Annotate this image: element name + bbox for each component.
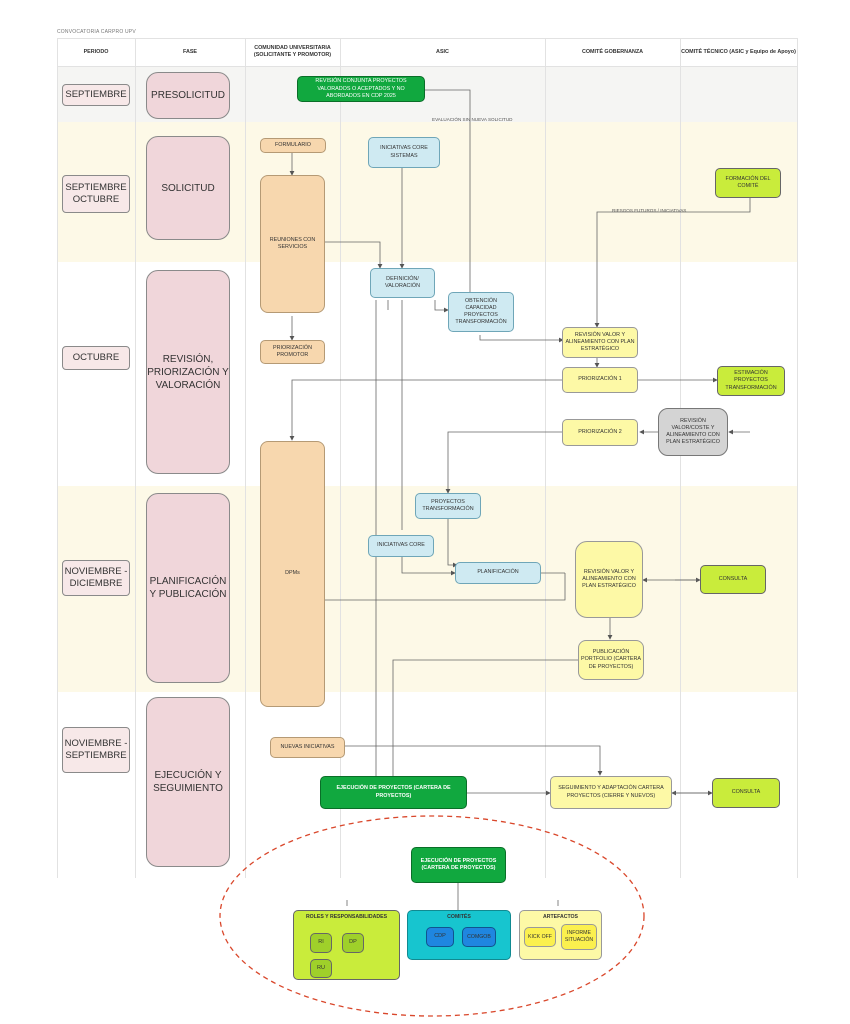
column-divider xyxy=(340,38,341,878)
period-ejecucion: NOVIEMBRE - SEPTIEMBRE xyxy=(62,727,130,773)
node-iniciativas-core: INICIATIVAS CORE xyxy=(368,535,434,557)
artefacto-informe-situacion: INFORME SITUACIÓN xyxy=(561,924,597,950)
node-priorizacion-2: PRIORIZACIÓN 2 xyxy=(562,419,638,446)
node-revision-valor-1: REVISIÓN VALOR Y ALINEAMIENTO CON PLAN E… xyxy=(562,327,638,358)
column-divider xyxy=(57,38,58,878)
header-top-border xyxy=(57,38,797,39)
phase-solicitud: SOLICITUD xyxy=(146,136,230,240)
group-roles-title: ROLES Y RESPONSABILIDADES xyxy=(305,914,388,920)
phase-revision: REVISIÓN, PRIORIZACIÓN Y VALORACIÓN xyxy=(146,270,230,474)
edge-label-riesgos: RIESGOS FUTUROS / INICIATIVAS xyxy=(612,208,687,213)
node-estimacion-proyectos: ESTIMACIÓN PROYECTOS TRANSFORMACIÓN xyxy=(717,366,785,396)
artefacto-kick-off: KICK OFF xyxy=(524,927,556,947)
column-divider xyxy=(545,38,546,878)
period-revision: OCTUBRE xyxy=(62,346,130,370)
node-priorizacion-promotor: PRIORIZACIÓN PROMOTOR xyxy=(260,340,325,364)
node-dpms: DPMs xyxy=(260,441,325,707)
header-fase: FASE xyxy=(182,48,198,55)
node-nuevas-iniciativas: NUEVAS INICIATIVAS xyxy=(270,737,345,758)
header-comite-tecnico: COMITÉ TÉCNICO (ASIC y Equipo de Apoyo) xyxy=(681,48,796,55)
edge-label-evaluacion: EVALUACIÓN SIN NUEVA SOLICITUD xyxy=(432,117,513,122)
node-formacion-comite: FORMACIÓN DEL COMITÉ xyxy=(715,168,781,198)
node-consulta-1: CONSULTA xyxy=(700,565,766,594)
header-periodo: PERIODO xyxy=(83,48,109,55)
column-divider xyxy=(797,38,798,878)
role-ru: RU xyxy=(310,959,332,978)
comite-cdp: CDP xyxy=(426,927,454,947)
header-asic: ASIC xyxy=(436,48,449,55)
group-comites-title: COMITÉS xyxy=(447,914,471,920)
node-revision-valor-2: REVISIÓN VALOR Y ALINEAMIENTO CON PLAN E… xyxy=(575,541,643,618)
column-divider xyxy=(135,38,136,878)
node-formulario: FORMULARIO xyxy=(260,138,326,153)
node-revision-valor-coste: REVISIÓN VALOR/COSTE Y ALINEAMIENTO CON … xyxy=(658,408,728,456)
group-artefactos-title: ARTEFACTOS xyxy=(542,914,579,920)
column-divider xyxy=(245,38,246,878)
node-reuniones-servicios: REUNIONES CON SERVICIOS xyxy=(260,175,325,313)
node-definicion-valoracion: DEFINICIÓN/ VALORACIÓN xyxy=(370,268,435,298)
node-ejecucion-proyectos-detail: EJECUCIÓN DE PROYECTOS (CARTERA DE PROYE… xyxy=(411,847,506,883)
group-artefactos: ARTEFACTOS KICK OFF INFORME SITUACIÓN xyxy=(519,910,602,960)
header-comunidad: COMUNIDAD UNIVERSITARIA (SOLICITANTE Y P… xyxy=(253,45,332,58)
header-comite-gobernanza: COMITÉ GOBERNANZA xyxy=(581,48,644,55)
node-planificacion: PLANIFICACIÓN xyxy=(455,562,541,584)
document-title: CONVOCATORIA CARPRO UPV xyxy=(57,29,136,35)
phase-planificacion: PLANIFICACIÓN Y PUBLICACIÓN xyxy=(146,493,230,683)
role-dp: DP xyxy=(342,933,364,953)
node-revision-conjunta: REVISIÓN CONJUNTA PROYECTOS VALORADOS O … xyxy=(297,76,425,102)
phase-ejecucion: EJECUCIÓN Y SEGUIMIENTO xyxy=(146,697,230,867)
highlight-ellipse xyxy=(219,815,645,1017)
period-planificacion: NOVIEMBRE - DICIEMBRE xyxy=(62,560,130,596)
header-bottom-border xyxy=(57,66,797,67)
node-ejecucion-proyectos: EJECUCIÓN DE PROYECTOS (CARTERA DE PROYE… xyxy=(320,776,467,809)
node-proyectos-transformacion: PROYECTOS TRANSFORMACIÓN xyxy=(415,493,481,519)
group-roles: ROLES Y RESPONSABILIDADES RI DP RU xyxy=(293,910,400,980)
comite-comgob: COMGOB xyxy=(462,927,496,947)
phase-presolicitud: PRESOLICITUD xyxy=(146,72,230,119)
node-priorizacion-1: PRIORIZACIÓN 1 xyxy=(562,367,638,393)
role-ri: RI xyxy=(310,933,332,953)
node-obtencion-capacidad: OBTENCIÓN CAPACIDAD PROYECTOS TRANSFORMA… xyxy=(448,292,514,332)
node-iniciativas-core-sistemas: INICIATIVAS CORE SISTEMAS xyxy=(368,137,440,168)
node-consulta-2: CONSULTA xyxy=(712,778,780,808)
node-seguimiento: SEGUIMIENTO Y ADAPTACIÓN CARTERA PROYECT… xyxy=(550,776,672,809)
node-publicacion-portfolio: PUBLICACIÓN PORTFOLIO (CARTERA DE PROYEC… xyxy=(578,640,644,680)
column-divider xyxy=(680,38,681,878)
group-comites: COMITÉS CDP COMGOB xyxy=(407,910,511,960)
period-solicitud: SEPTIEMBRE OCTUBRE xyxy=(62,175,130,213)
period-presolicitud: SEPTIEMBRE xyxy=(62,84,130,106)
